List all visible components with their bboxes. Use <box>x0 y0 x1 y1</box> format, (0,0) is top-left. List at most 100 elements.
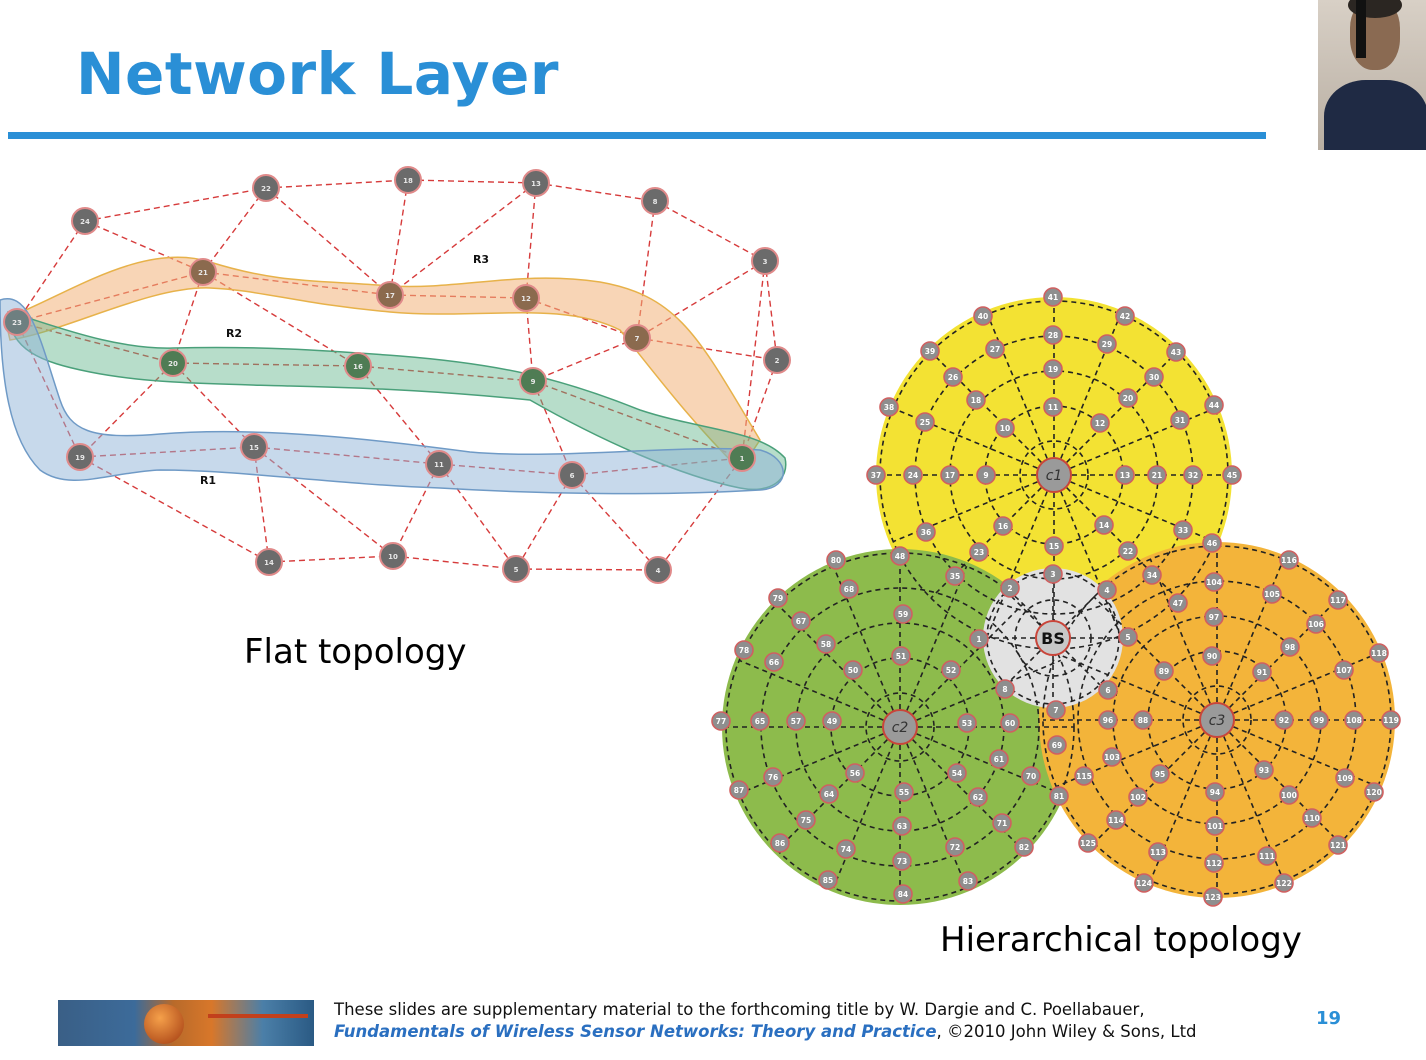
c1-node-47-label: 47 <box>1173 599 1183 608</box>
flat-node-label-13: 13 <box>531 180 541 188</box>
cluster-head-c2-label: c2 <box>892 720 909 736</box>
c2-node-50 <box>843 660 863 680</box>
c3-node-106-label: 106 <box>1308 620 1324 629</box>
c1-node-30-label: 30 <box>1149 373 1159 382</box>
c1-node-43 <box>1166 342 1186 362</box>
bs-node-4 <box>1097 580 1117 600</box>
flat-node-label-22: 22 <box>261 185 271 193</box>
c3-node-116 <box>1279 550 1299 570</box>
c3-node-118 <box>1369 643 1389 663</box>
footer-copyright: , ©2010 John Wiley & Sons, Ltd <box>936 1022 1197 1041</box>
c2-node-77-label: 77 <box>716 717 726 726</box>
c1-node-48-label: 48 <box>895 552 905 561</box>
base-station-node <box>1035 620 1071 656</box>
c1-node-9-label: 9 <box>983 471 988 480</box>
c3-node-122-label: 122 <box>1276 879 1292 888</box>
c2-node-69 <box>1047 735 1067 755</box>
bs-node-3-label: 3 <box>1050 570 1055 579</box>
flat-node-14 <box>255 548 283 576</box>
flat-node-24 <box>71 207 99 235</box>
c3-spoke <box>1149 558 1218 721</box>
c3-node-97-label: 97 <box>1209 613 1219 622</box>
flat-node-6 <box>558 461 586 489</box>
c1-node-10-label: 10 <box>1000 424 1010 433</box>
c1-node-22 <box>1118 541 1138 561</box>
c2-node-71-label: 71 <box>997 819 1007 828</box>
c1-node-34 <box>1142 565 1162 585</box>
c2-node-79 <box>768 588 788 608</box>
c1-node-33-label: 33 <box>1178 526 1188 535</box>
flat-link <box>515 568 659 571</box>
c2-node-75-label: 75 <box>801 816 811 825</box>
c2-node-66 <box>764 652 784 672</box>
hierarchical-topology-caption: Hierarchical topology <box>940 920 1302 960</box>
c3-node-119 <box>1381 710 1401 730</box>
c3-node-113 <box>1148 842 1168 862</box>
c3-node-120 <box>1364 782 1384 802</box>
c2-node-60 <box>1000 713 1020 733</box>
flat-node-label-6: 6 <box>570 472 575 480</box>
c1-node-12-label: 12 <box>1095 419 1105 428</box>
c2-node-87-label: 87 <box>734 786 744 795</box>
c1-node-28 <box>1043 325 1063 345</box>
c1-node-21 <box>1147 465 1167 485</box>
flat-node-23 <box>3 308 31 336</box>
c2-node-87 <box>729 780 749 800</box>
footer-line1: These slides are supplementary material … <box>334 1000 1145 1019</box>
c2-node-53-label: 53 <box>962 719 972 728</box>
flat-node-label-23: 23 <box>12 319 22 327</box>
cluster-head-c1-label: c1 <box>1046 468 1063 484</box>
c1-node-24 <box>903 465 923 485</box>
flat-node-label-17: 17 <box>385 292 395 300</box>
c1-node-32-label: 32 <box>1188 471 1198 480</box>
c3-node-113-label: 113 <box>1150 848 1166 857</box>
c1-node-41-label: 41 <box>1048 293 1058 302</box>
flat-node-label-16: 16 <box>353 363 363 371</box>
flat-link <box>84 187 267 222</box>
flat-link <box>265 179 409 189</box>
c2-node-74-label: 74 <box>841 845 851 854</box>
c2-node-80 <box>826 550 846 570</box>
c1-node-36-label: 36 <box>921 528 931 537</box>
c2-node-76 <box>763 767 783 787</box>
c2-node-55-label: 55 <box>899 788 909 797</box>
route-r3-band <box>4 256 761 472</box>
flat-node-label-12: 12 <box>521 295 531 303</box>
c2-spoke <box>899 603 1024 728</box>
c2-node-63-label: 63 <box>897 822 907 831</box>
c1-node-41 <box>1043 287 1063 307</box>
c2-node-66-label: 66 <box>769 658 779 667</box>
c3-node-89-label: 89 <box>1159 667 1169 676</box>
c1-node-24-label: 24 <box>908 471 918 480</box>
c2-spoke <box>738 659 901 728</box>
c1-node-20-label: 20 <box>1123 394 1133 403</box>
bs-node-8 <box>995 679 1015 699</box>
bs-node-3 <box>1043 564 1063 584</box>
c1-node-14-label: 14 <box>1099 521 1109 530</box>
c3-node-104-label: 104 <box>1206 578 1222 587</box>
c1-node-12 <box>1090 413 1110 433</box>
c2-node-83-label: 83 <box>963 877 973 886</box>
c1-node-22-label: 22 <box>1123 547 1133 556</box>
flat-link <box>764 260 778 361</box>
c2-node-57-label: 57 <box>791 717 801 726</box>
flat-node-label-1: 1 <box>740 455 745 463</box>
c3-node-123 <box>1203 887 1223 907</box>
c2-node-53 <box>957 713 977 733</box>
c3-node-92 <box>1274 710 1294 730</box>
flat-node-label-9: 9 <box>531 378 536 386</box>
c2-node-52-label: 52 <box>946 666 956 675</box>
flat-node-label-7: 7 <box>635 335 640 343</box>
c2-node-86 <box>770 833 790 853</box>
c2-node-49-label: 49 <box>827 717 837 726</box>
c2-spoke <box>776 726 901 851</box>
c3-node-119-label: 119 <box>1383 716 1399 725</box>
flat-node-label-18: 18 <box>403 177 413 185</box>
flat-node-8 <box>641 187 669 215</box>
c3-node-91 <box>1252 662 1272 682</box>
c2-node-78-label: 78 <box>739 646 749 655</box>
c2-node-76-label: 76 <box>768 773 778 782</box>
route-r1-band <box>0 297 784 495</box>
c3-node-96 <box>1098 710 1118 730</box>
c2-node-64-label: 64 <box>824 790 834 799</box>
